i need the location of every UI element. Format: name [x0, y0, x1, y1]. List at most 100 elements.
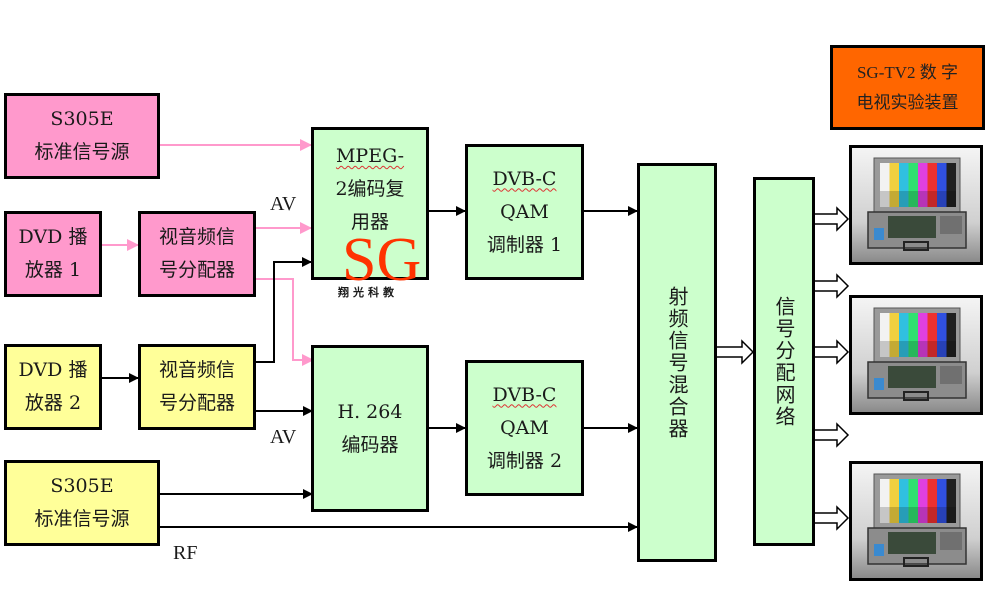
- circuit-board-2: [940, 366, 962, 384]
- color-bar: [918, 163, 928, 207]
- keypad: [874, 378, 884, 390]
- dvbc-qam-modulator-2: DVB-C QAM 调制器 2: [465, 360, 584, 496]
- device-title-box: SG-TV2 数 字 电视实验装置: [830, 45, 985, 130]
- dvd-player-2: DVD 播 放器 2: [4, 344, 102, 430]
- s305e-bottom-model: S305E: [50, 475, 114, 497]
- device-title-line2: 电视实验装置: [856, 92, 959, 113]
- kit-handle: [903, 241, 929, 251]
- av-splitter-1: 视音频信 号分配器: [138, 211, 256, 297]
- hollow-arrow-out-2: [812, 273, 850, 299]
- wire-splitter2-mpeg2: [255, 257, 312, 363]
- color-bar: [937, 479, 947, 523]
- mixer-label: 射频信号混合器: [665, 285, 689, 440]
- color-bar: [927, 479, 937, 523]
- color-bar: [880, 163, 890, 207]
- color-bar: [908, 163, 918, 207]
- mod1-line1: DVB-C: [492, 167, 557, 190]
- label-av-bottom: AV: [270, 426, 297, 448]
- signal-distribution-network: 信号分配网络: [753, 177, 815, 546]
- mod1-line3: 调制器 1: [486, 233, 563, 256]
- color-bar: [918, 479, 928, 523]
- splitter2-line1: 视音频信: [158, 359, 235, 381]
- dvd1-line2: 放器 1: [24, 259, 82, 281]
- mod1-line2: QAM: [500, 200, 549, 223]
- distribution-label: 信号分配网络: [772, 295, 796, 428]
- color-bar: [946, 313, 956, 357]
- color-bar: [918, 313, 928, 357]
- mpeg2-encoder-mux: MPEG- 2编码复 用器: [311, 127, 429, 280]
- hollow-arrow-out-4: [812, 422, 850, 448]
- s305e-bottom-desc: 标准信号源: [34, 508, 130, 530]
- terminal-kit-3: [849, 461, 983, 581]
- logo-caption: 翔光科教: [338, 286, 398, 299]
- hollow-arrow-out-3: [812, 339, 850, 365]
- circuit-board: [888, 366, 936, 388]
- kit-handle: [903, 557, 929, 567]
- circuit-board-2: [940, 532, 962, 550]
- color-bar: [937, 313, 947, 357]
- s305e-source-bottom: S305E 标准信号源: [4, 460, 160, 546]
- mod2-line1: DVB-C: [492, 383, 557, 406]
- mpeg2-line3: 用器: [350, 211, 389, 233]
- terminal-kit-2: [849, 295, 983, 415]
- color-bar: [889, 313, 899, 357]
- color-bar: [937, 163, 947, 207]
- splitter1-line2: 号分配器: [158, 259, 235, 281]
- hollow-arrow-mixer-distribution: [715, 339, 755, 365]
- color-bar: [946, 163, 956, 207]
- kit-illustration: [867, 473, 967, 567]
- dvd1-line1: DVD 播: [18, 226, 88, 248]
- av-splitter-2: 视音频信 号分配器: [138, 344, 256, 430]
- circuit-board-2: [940, 216, 962, 234]
- label-rf: RF: [173, 542, 198, 564]
- color-bar: [899, 479, 909, 523]
- sg-logo: SG: [340, 222, 421, 302]
- mod2-line3: 调制器 2: [486, 449, 563, 472]
- color-bar: [908, 479, 918, 523]
- dvd2-line2: 放器 2: [24, 392, 82, 414]
- color-bar: [899, 313, 909, 357]
- color-bar: [899, 163, 909, 207]
- kit-illustration: [867, 157, 967, 251]
- hollow-arrow-out-1: [812, 206, 850, 232]
- color-bar: [927, 163, 937, 207]
- s305e-source-top: S305E 标准信号源: [4, 93, 160, 179]
- mpeg2-line1: MPEG-: [335, 145, 405, 167]
- color-bar: [880, 479, 890, 523]
- dvd-player-1: DVD 播 放器 1: [4, 211, 102, 297]
- splitter1-line1: 视音频信: [158, 226, 235, 248]
- s305e-top-model: S305E: [50, 108, 114, 130]
- circuit-board: [888, 216, 936, 238]
- wire-splitter1-h264: [255, 278, 314, 366]
- color-bar: [927, 313, 937, 357]
- color-bar-shade: [880, 341, 956, 357]
- color-bar: [889, 163, 899, 207]
- h264-line2: 编码器: [341, 433, 399, 456]
- h264-encoder: H. 264 编码器: [311, 345, 429, 512]
- dvd2-line1: DVD 播: [18, 359, 88, 381]
- color-bar: [946, 479, 956, 523]
- color-bar-shade: [880, 507, 956, 523]
- s305e-top-desc: 标准信号源: [34, 141, 130, 163]
- dvbc-qam-modulator-1: DVB-C QAM 调制器 1: [465, 144, 584, 280]
- color-bar: [880, 313, 890, 357]
- keypad: [874, 228, 884, 240]
- splitter2-line2: 号分配器: [158, 392, 235, 414]
- device-title-line1: SG-TV2 数 字: [856, 62, 959, 82]
- kit-illustration: [867, 307, 967, 401]
- circuit-board: [888, 532, 936, 554]
- rf-signal-mixer: 射频信号混合器: [637, 163, 717, 562]
- color-bar: [908, 313, 918, 357]
- h264-line1: H. 264: [337, 400, 403, 423]
- color-bar-shade: [880, 191, 956, 207]
- kit-handle: [903, 391, 929, 401]
- hollow-arrow-out-5: [812, 505, 850, 531]
- keypad: [874, 544, 884, 556]
- label-av-top: AV: [270, 193, 297, 215]
- logo-letters: SG: [342, 226, 420, 286]
- color-bar: [889, 479, 899, 523]
- terminal-kit-1: [849, 145, 983, 265]
- mod2-line2: QAM: [500, 416, 549, 439]
- mpeg2-line2: 2编码复: [335, 178, 405, 200]
